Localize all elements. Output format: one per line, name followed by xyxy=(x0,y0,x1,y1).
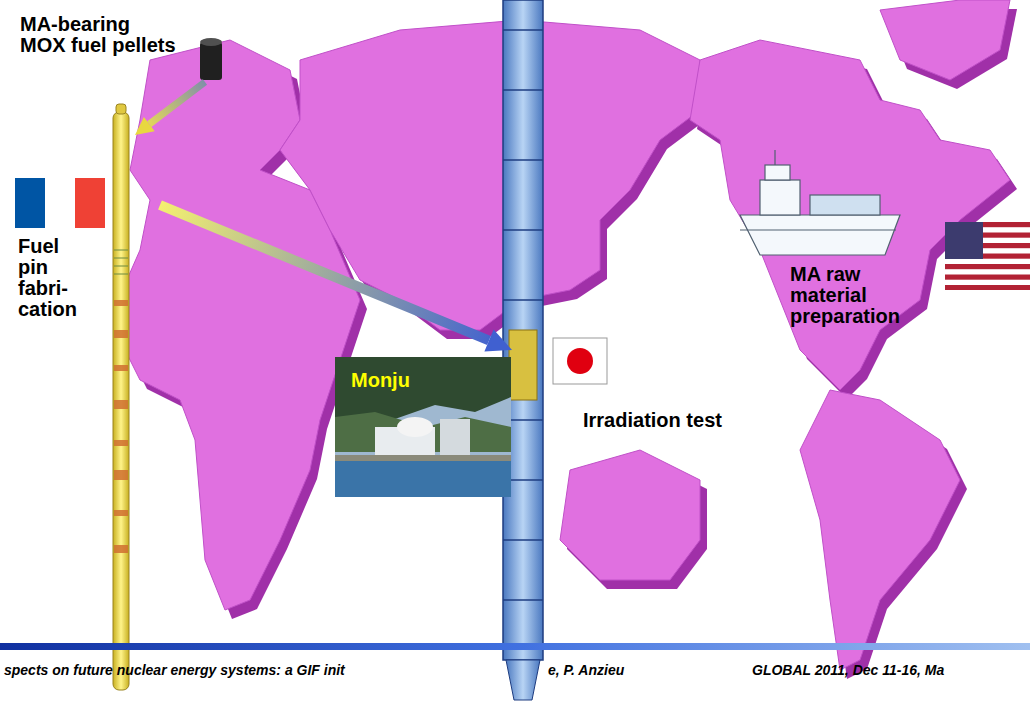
process-label: Irradiation test xyxy=(583,410,733,431)
footer-text: e, P. Anzieu xyxy=(548,663,668,678)
process-label: Fuel pin fabri-cation xyxy=(18,236,82,320)
label-text: GLOBAL 2011, Dec 11-16, Ma xyxy=(752,662,944,678)
label-text: Irradiation test xyxy=(583,409,722,431)
fuel-pin xyxy=(113,104,129,690)
france-flag xyxy=(15,178,105,228)
label-text: Fuel pin fabri-cation xyxy=(18,235,77,320)
transport-arrow xyxy=(160,205,512,352)
label-text: e, P. Anzieu xyxy=(548,662,624,678)
usa-flag xyxy=(945,222,1030,290)
ship-drawing xyxy=(740,150,900,255)
label-text: MA raw material preparation xyxy=(790,263,900,327)
label-text: spects on future nuclear energy systems:… xyxy=(4,662,345,678)
plant-name: Monju xyxy=(351,369,410,392)
footer-text: GLOBAL 2011, Dec 11-16, Ma xyxy=(752,663,1012,678)
photo-box: Monju xyxy=(335,357,511,497)
label-text: MA-bearing MOX fuel pellets xyxy=(20,13,176,56)
footer-bar xyxy=(0,643,1030,650)
process-label: MA raw material preparation xyxy=(790,264,940,327)
footer-text: spects on future nuclear energy systems:… xyxy=(4,663,500,678)
japan-flag xyxy=(553,338,607,384)
continents xyxy=(118,0,1010,670)
pellet-arrow xyxy=(135,82,205,135)
fuel-pellet xyxy=(200,38,222,80)
pellet-label: MA-bearing MOX fuel pellets xyxy=(20,14,180,56)
